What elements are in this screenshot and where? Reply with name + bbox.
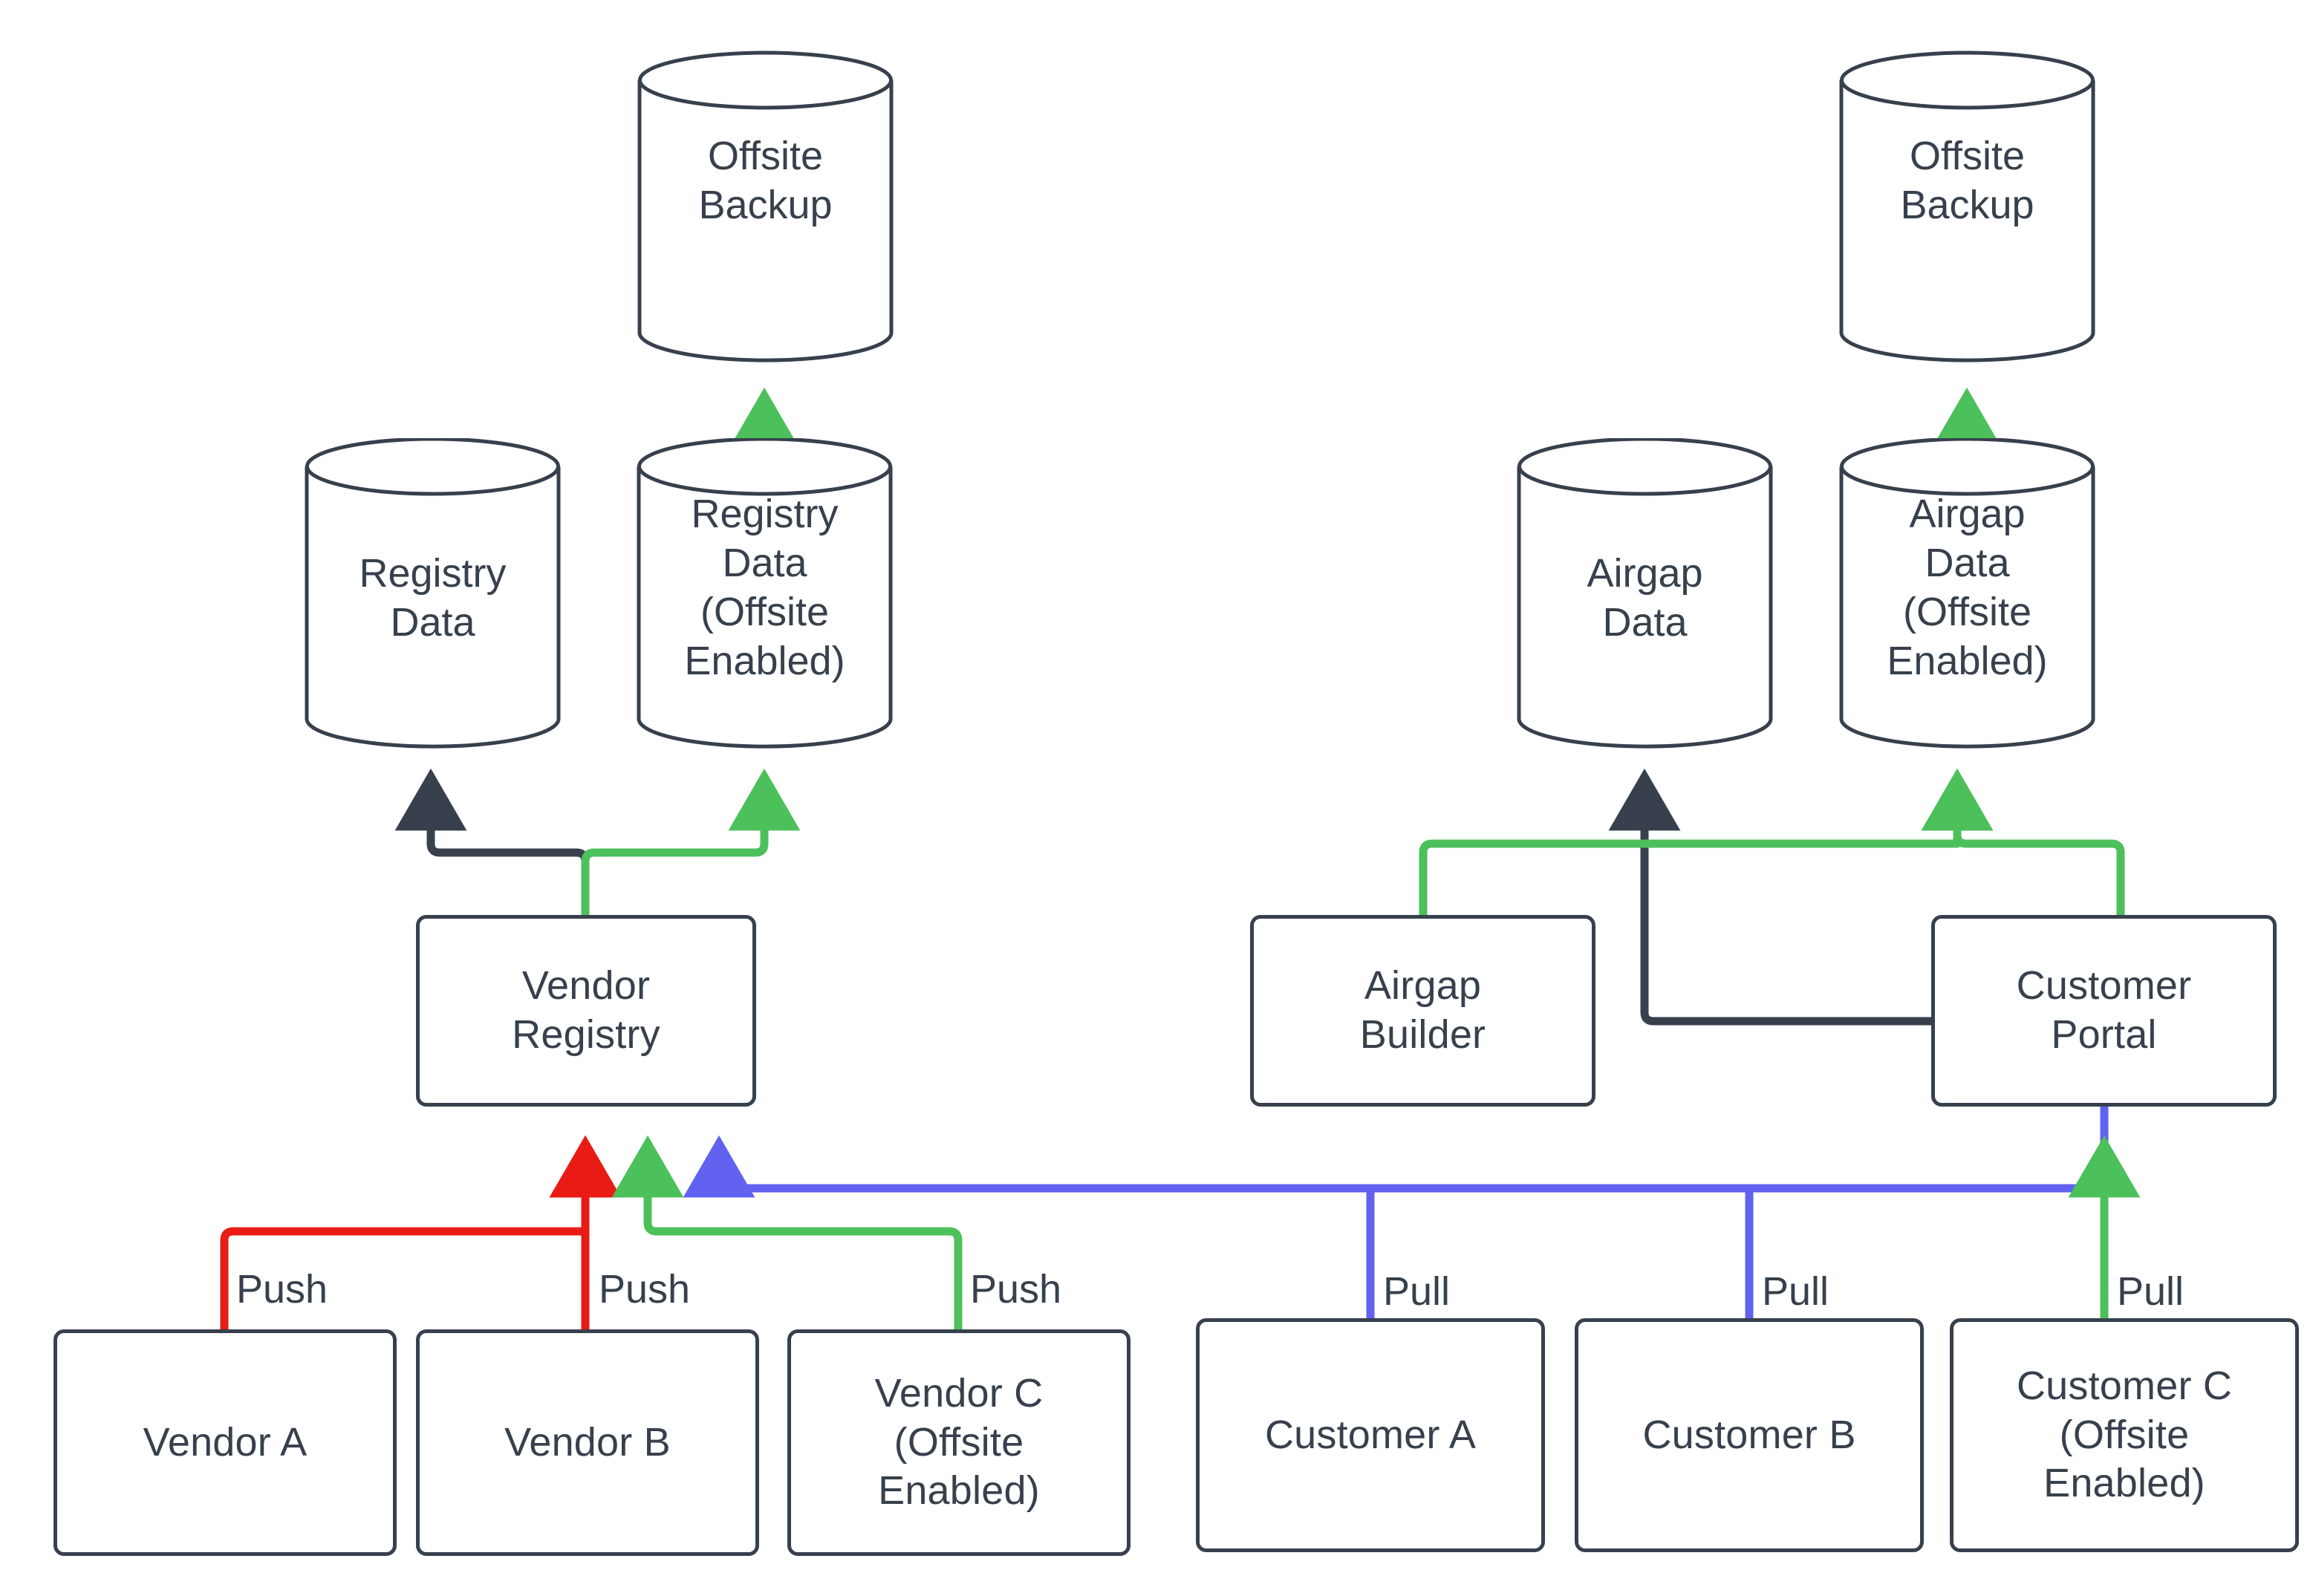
node-label: Vendor A bbox=[143, 1419, 308, 1465]
node-registry-data-offsite[interactable]: Registry Data (Offsite Enabled) bbox=[637, 438, 893, 749]
edge-label-vendor-c-push: Push bbox=[970, 1267, 1062, 1312]
node-label: Customer A bbox=[1264, 1412, 1477, 1457]
cylinder-shape bbox=[1839, 438, 2095, 749]
node-label: Customer Portal bbox=[2016, 963, 2192, 1057]
node-label: Customer C (Offsite Enabled) bbox=[2016, 1363, 2233, 1506]
edge-label-customer-c-pull: Pull bbox=[2117, 1269, 2184, 1314]
node-label: Vendor Registry bbox=[512, 963, 660, 1057]
edge-customer-portal-to-airgap-data-offsite bbox=[1921, 768, 2125, 915]
edge-label-vendor-a-push: Push bbox=[236, 1267, 328, 1312]
node-airgap-builder[interactable]: Airgap Builder bbox=[1250, 915, 1595, 1107]
cylinder-shape bbox=[637, 51, 894, 362]
node-offsite-backup-left[interactable]: Offsite Backup bbox=[637, 51, 894, 362]
node-customer-a[interactable]: Customer A bbox=[1196, 1318, 1545, 1552]
node-label: Airgap Builder bbox=[1359, 963, 1486, 1057]
node-offsite-backup-right[interactable]: Offsite Backup bbox=[1839, 51, 2095, 362]
node-customer-c[interactable]: Customer C (Offsite Enabled) bbox=[1950, 1318, 2299, 1552]
edge-vendor-registry-to-registry-data-offsite bbox=[581, 768, 801, 915]
edge-customer-portal-to-airgap-data bbox=[1608, 768, 1931, 1026]
node-vendor-a[interactable]: Vendor A bbox=[53, 1329, 397, 1556]
cylinder-shape bbox=[305, 438, 561, 749]
edge-vendor-c-to-vendor-registry bbox=[611, 1135, 963, 1329]
node-label: Vendor B bbox=[504, 1419, 671, 1465]
cylinder-shape bbox=[1517, 438, 1773, 749]
node-vendor-c[interactable]: Vendor C (Offsite Enabled) bbox=[787, 1329, 1131, 1556]
node-vendor-b[interactable]: Vendor B bbox=[416, 1329, 759, 1556]
cylinder-shape bbox=[637, 438, 893, 749]
node-label: Vendor C (Offsite Enabled) bbox=[874, 1370, 1044, 1514]
edge-label-vendor-b-push: Push bbox=[599, 1267, 691, 1312]
edge-label-customer-a-pull: Pull bbox=[1383, 1269, 1451, 1314]
node-airgap-data-offsite[interactable]: Airgap Data (Offsite Enabled) bbox=[1839, 438, 2095, 749]
edge-vendor-registry-to-registry-data bbox=[394, 768, 590, 915]
cylinder-shape bbox=[1839, 51, 2095, 362]
node-label: Customer B bbox=[1642, 1412, 1856, 1457]
edge-airgap-builder-to-airgap-data-offsite bbox=[1419, 768, 1994, 915]
node-airgap-data[interactable]: Airgap Data bbox=[1517, 438, 1773, 749]
node-vendor-registry[interactable]: Vendor Registry bbox=[416, 915, 756, 1107]
node-customer-portal[interactable]: Customer Portal bbox=[1931, 915, 2277, 1107]
node-registry-data[interactable]: Registry Data bbox=[305, 438, 561, 749]
edge-vendor-a-to-vendor-registry bbox=[220, 1135, 622, 1329]
node-customer-b[interactable]: Customer B bbox=[1575, 1318, 1924, 1552]
edge-label-customer-b-pull: Pull bbox=[1762, 1269, 1829, 1314]
edge-customer-portal-to-vendor-registry bbox=[683, 1107, 2109, 1198]
